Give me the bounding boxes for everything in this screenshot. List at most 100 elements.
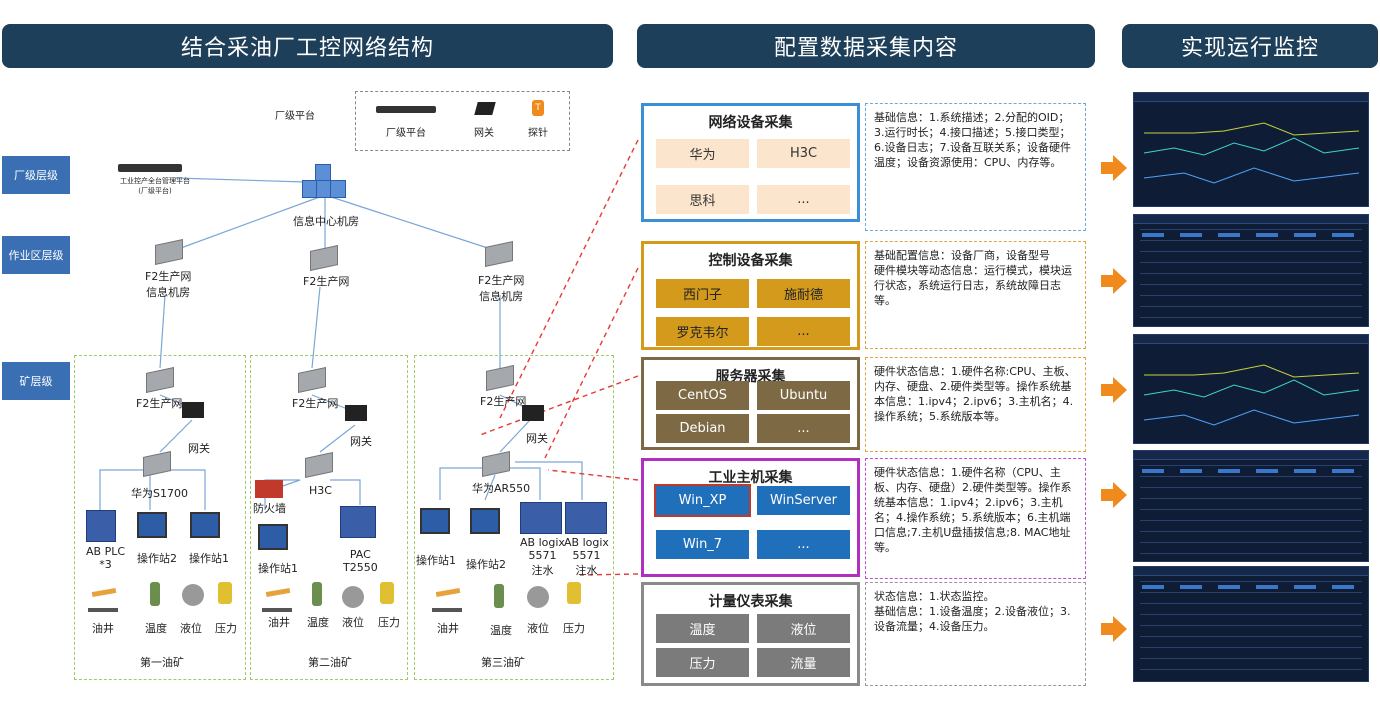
m3-ws1: 操作站1 [416, 554, 456, 567]
pressure-sensor-icon [567, 582, 581, 604]
category-chip: 压力 [656, 648, 749, 677]
workstation-icon [137, 512, 167, 538]
monitor-screenshot [1133, 450, 1369, 562]
m3-ws2: 操作站2 [466, 558, 506, 571]
monitor-screenshot [1133, 92, 1369, 207]
m1-plc: AB PLC *3 [86, 545, 126, 571]
m3-temp: 温度 [490, 624, 512, 637]
m1-level: 液位 [180, 622, 202, 635]
m1-f2: F2生产网 [136, 397, 183, 410]
workstation-icon [190, 512, 220, 538]
arrow-right-icon [1101, 482, 1127, 508]
server-cluster-icon [302, 164, 348, 202]
m2-pressure: 压力 [378, 616, 400, 629]
legend-gateway: 网关 [474, 128, 494, 139]
m2-f2: F2生产网 [292, 397, 339, 410]
m3-level: 液位 [527, 622, 549, 635]
workstation-icon [470, 508, 500, 534]
level-sensor-icon [342, 586, 364, 608]
m1-switch: 华为S1700 [131, 487, 188, 500]
m3-switch: 华为AR550 [472, 482, 531, 495]
category-chip: 西门子 [656, 279, 749, 308]
arrow-right-icon [1101, 268, 1127, 294]
temp-sensor-icon [150, 582, 160, 606]
plc-rack-icon [520, 502, 562, 534]
header-monitor: 实现运行监控 [1122, 24, 1378, 68]
factory-platform-rack [118, 164, 182, 172]
m2-name: 第二油矿 [308, 656, 352, 669]
category-chip: CentOS [656, 381, 749, 410]
monitor-screenshot [1133, 214, 1369, 327]
m3-logix1: AB logix 5571 注水 [520, 536, 565, 577]
plc-rack-icon [565, 502, 607, 534]
mine-box-3 [414, 355, 614, 680]
pumpjack-icon [432, 586, 462, 612]
probe-icon: T [532, 100, 544, 116]
m3-name: 第三油矿 [481, 656, 525, 669]
header-network: 结合采油厂工控网络结构 [2, 24, 613, 68]
category-chip: WinServer [757, 486, 850, 515]
category-description: 状态信息：1.状态监控。 基础信息：1.设备温度；2.设备液位；3.设备流量；4… [865, 582, 1086, 686]
category-description: 硬件状态信息：1.硬件名称（CPU、主板、内存、硬盘）2.硬件类型等。操作系统基… [865, 458, 1086, 579]
m2-well: 油井 [268, 616, 290, 629]
mine-box-2 [250, 355, 408, 680]
plc-icon [86, 510, 116, 542]
category-title: 网络设备采集 [708, 115, 793, 131]
category-title: 计量仪表采集 [708, 594, 793, 610]
level-sensor-icon [527, 586, 549, 608]
gateway-icon [345, 405, 367, 421]
pressure-sensor-icon [380, 582, 394, 604]
category-chip: H3C [757, 139, 850, 168]
category-chip: 华为 [656, 139, 749, 168]
category-chip: Debian [656, 414, 749, 443]
category-industrial-host: 工业主机采集 [641, 458, 860, 577]
m1-gw: 网关 [188, 442, 210, 455]
mine-box-1 [74, 355, 246, 680]
category-chip: ... [757, 530, 850, 559]
pumpjack-icon [88, 586, 118, 612]
level-mine: 矿层级 [2, 362, 70, 400]
factory-platform-caption: 工业控产全台管理平台 (厂级平台) [120, 177, 190, 195]
m3-logix2: AB logix 5571 注水 [564, 536, 609, 577]
m3-pressure: 压力 [563, 622, 585, 635]
m3-f2: F2生产网 [480, 395, 527, 408]
pac-icon [340, 506, 376, 538]
legend-box: 厂级平台 网关 T 探针 [355, 91, 570, 151]
category-chip: ... [757, 185, 850, 214]
rack-icon [376, 106, 436, 113]
m2-switch: H3C [309, 484, 332, 497]
category-chip: Win_7 [656, 530, 749, 559]
category-chip: Ubuntu [757, 381, 850, 410]
category-chip: 罗克韦尔 [656, 317, 749, 346]
monitor-screenshot [1133, 334, 1369, 444]
m2-level: 液位 [342, 616, 364, 629]
arrow-right-icon [1101, 155, 1127, 181]
m2-fw: 防火墙 [253, 502, 286, 515]
pumpjack-icon [262, 586, 292, 612]
temp-sensor-icon [494, 584, 504, 608]
firewall-icon [255, 480, 283, 498]
monitor-screenshot [1133, 566, 1369, 682]
gateway-icon [522, 405, 544, 421]
m2-gw: 网关 [350, 435, 372, 448]
level-factory: 厂级层级 [2, 156, 70, 194]
category-chip: ... [757, 414, 850, 443]
legend-top-label: 厂级平台 [275, 111, 315, 122]
m1-ws1: 操作站1 [189, 552, 229, 565]
category-chip: ... [757, 317, 850, 346]
category-chip: 施耐德 [757, 279, 850, 308]
f2-right-label: F2生产网 信息机房 [478, 274, 525, 303]
category-description: 基础信息：1.系统描述；2.分配的OID；3.运行时长；4.接口描述；5.接口类… [865, 103, 1086, 231]
category-description: 硬件状态信息：1.硬件名称:CPU、主板、内存、硬盘、2.硬件类型等。操作系统基… [865, 357, 1086, 452]
level-area: 作业区层级 [2, 236, 70, 274]
temp-sensor-icon [312, 582, 322, 606]
m3-well: 油井 [437, 622, 459, 635]
header-data: 配置数据采集内容 [637, 24, 1095, 68]
m2-temp: 温度 [307, 616, 329, 629]
category-chip: 思科 [656, 185, 749, 214]
category-chip: Win_XP [654, 484, 751, 517]
m2-ws1: 操作站1 [258, 562, 298, 575]
arrow-right-icon [1101, 616, 1127, 642]
category-chip: 流量 [757, 648, 850, 677]
category-description: 基础配置信息：设备厂商，设备型号 硬件模块等动态信息：运行模式，模块运行状态，系… [865, 241, 1086, 349]
